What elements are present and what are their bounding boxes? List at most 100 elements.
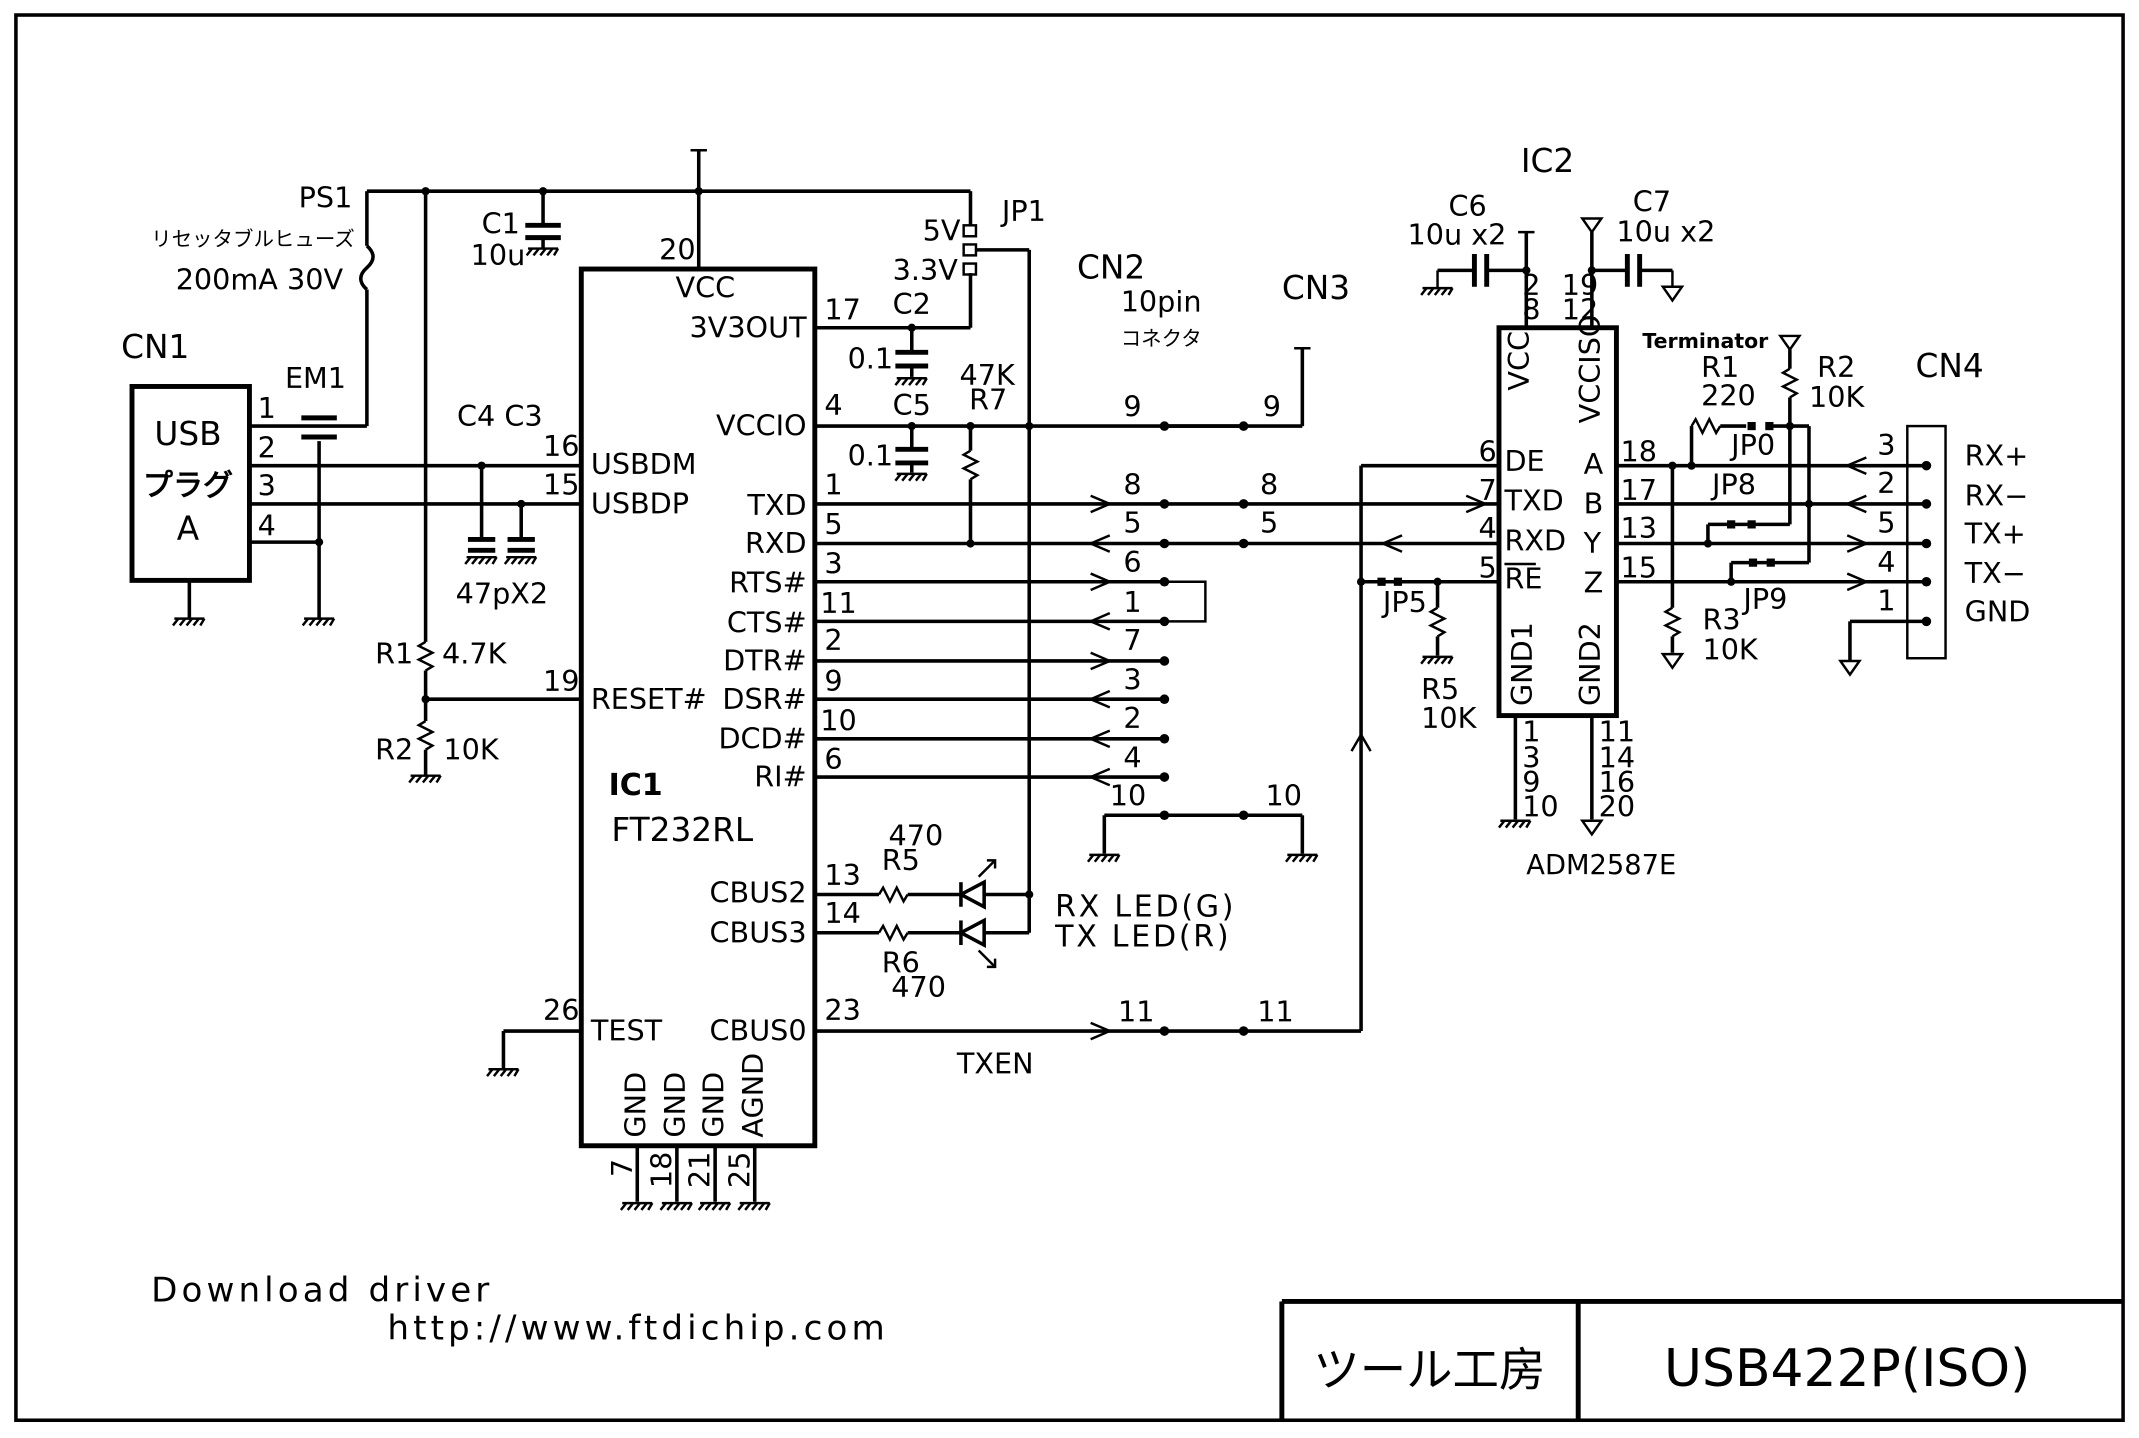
jp1-opt-5v: 5V xyxy=(923,213,961,247)
cn4-label-gnd: GND xyxy=(1965,594,2031,628)
c4c3-ref: C4 C3 xyxy=(457,399,543,433)
ic2-pin-txd-num: 7 xyxy=(1479,473,1497,507)
ic2-input-wiring: JP5 R5 10K xyxy=(1350,463,1499,1032)
reset-divider: R1 4.7K R2 10K xyxy=(375,187,582,784)
c2-value: 0.1 xyxy=(848,342,894,376)
ic2-gnd2-num-3: 16 xyxy=(1599,765,1635,799)
c1-ref: C1 xyxy=(482,207,520,241)
cn2-pin-5: 5 xyxy=(1123,506,1141,540)
c5-ref: C5 xyxy=(893,388,931,422)
ic1-pin-dtr-name: DTR# xyxy=(723,644,807,678)
jp1-ref: JP1 xyxy=(1000,194,1046,228)
c2-ref: C2 xyxy=(893,287,931,321)
ir1-value: 220 xyxy=(1701,379,1756,413)
ps1-ref: PS1 xyxy=(299,181,353,215)
txen-label: TXEN xyxy=(956,1046,1034,1080)
ic1-ft232rl: IC1 FT232RL 20 VCC USBDM 16 USBDP 15 RES… xyxy=(543,148,818,1212)
cn1-pin2: 2 xyxy=(258,430,276,464)
ic1-agnd-num: 25 xyxy=(722,1152,756,1188)
ic2-gnd1-num-1: 1 xyxy=(1522,715,1540,749)
ic2-pin-txd-name: TXD xyxy=(1503,484,1563,518)
ic1-pin-3v3out-num: 17 xyxy=(824,293,860,327)
cn3-pin-10: 10 xyxy=(1265,779,1301,813)
jp5-label: JP5 xyxy=(1381,585,1427,619)
ps1-rating: 200mA 30V xyxy=(176,263,344,297)
ic1-pin-cbus0-name: CBUS0 xyxy=(710,1014,807,1048)
usb-wiring: PS1 リセッタブルヒューズ 200mA 30V EM1 xyxy=(151,181,971,627)
c1-value: 10u xyxy=(471,238,526,272)
cn2-pin-2: 2 xyxy=(1123,701,1141,735)
ic1-bottom-pins: GND GND GND AGND 7 18 21 25 xyxy=(605,1053,771,1212)
ic1-gnd-name-2: GND xyxy=(658,1072,692,1138)
ic1-pin-dcd-name: DCD# xyxy=(718,721,806,755)
ic1-gnd-num-2: 18 xyxy=(644,1152,678,1188)
r6-value: 470 xyxy=(891,970,946,1004)
c7-ref: C7 xyxy=(1633,185,1671,219)
ir1-ref: R1 xyxy=(1701,350,1739,384)
cn4-pin-txn: 4 xyxy=(1877,545,1895,579)
ic1-pin-test-name: TEST xyxy=(590,1014,663,1048)
jp8-label: JP8 xyxy=(1710,467,1756,501)
ic1-pin-rts-num: 3 xyxy=(824,547,842,581)
cn3-pin-9: 9 xyxy=(1263,390,1281,424)
ic2-pin-de-name: DE xyxy=(1504,444,1544,478)
ic1-pin-cbus2-num: 13 xyxy=(824,858,860,892)
cn3-pin-8: 8 xyxy=(1260,467,1278,501)
terminator-label: Terminator xyxy=(1642,329,1769,353)
r5-ref: R5 xyxy=(882,843,920,877)
ic2-gnd1-num-2: 3 xyxy=(1522,740,1540,774)
ic1-pin-ri-name: RI# xyxy=(754,760,806,794)
cn4-terminal: CN4 3 2 5 4 1 RX+ RX− TX+ TX− GND xyxy=(1839,347,2031,676)
ic2-vcc-name: VCC xyxy=(1502,331,1536,391)
ic1-pin-cbus3-num: 14 xyxy=(824,896,860,930)
cn2-pin-1: 1 xyxy=(1123,585,1141,619)
cn4-ref: CN4 xyxy=(1916,347,1984,385)
cn2-pin-11: 11 xyxy=(1118,994,1154,1028)
ic1-right-pins: 3V3OUT 17 VCCIO 4 TXD 1 RXD 5 RTS# 3 CTS… xyxy=(690,293,861,1048)
ps1-desc: リセッタブルヒューズ xyxy=(151,227,355,251)
product-name: USB422P(ISO) xyxy=(1664,1339,2030,1399)
ir3-ref: R3 xyxy=(1702,603,1740,637)
ir3-value: 10K xyxy=(1702,633,1758,667)
ic1-pin-usbdp-num: 15 xyxy=(543,467,579,501)
download-label: Download driver xyxy=(151,1270,493,1310)
cn1-body-line1: USB xyxy=(154,415,221,453)
ic2-pin-y-num: 13 xyxy=(1621,511,1657,545)
cn2-desc1: 10pin xyxy=(1121,284,1202,318)
download-url: http://www.ftdichip.com xyxy=(387,1309,888,1349)
cn4-pin-rxp: 3 xyxy=(1877,428,1895,462)
cn2-pin-9: 9 xyxy=(1123,390,1141,424)
power-select-network: JP1 5V 3.3V C2 0.1 C5 0.1 47K R7 xyxy=(814,191,1303,933)
ic2-pin-a-name: A xyxy=(1584,447,1604,481)
ic2-pin-z-num: 15 xyxy=(1621,551,1657,585)
ic1-pin-usbdm-name: USBDM xyxy=(591,447,697,481)
ic1-pin-cbus2-name: CBUS2 xyxy=(710,876,807,910)
cn1-usb-plug: CN1 USB プラグ A 1 2 3 4 xyxy=(121,328,276,627)
ic2-pin-a-num: 18 xyxy=(1621,435,1657,469)
ic2-vcc-num-2: 8 xyxy=(1522,293,1540,327)
ic1-pin-rts-name: RTS# xyxy=(729,566,807,600)
ic2-pin-re-name: RE xyxy=(1504,562,1542,596)
cn2-pin-3: 3 xyxy=(1123,663,1141,697)
cn2-desc2: コネクタ xyxy=(1121,327,1202,351)
ic1-pin-dsr-num: 9 xyxy=(824,664,842,698)
ic2-gnd2-num-4: 20 xyxy=(1599,790,1635,824)
ic1-gnd-num-3: 21 xyxy=(683,1152,717,1188)
ic1-gnd-name-1: GND xyxy=(618,1072,652,1138)
cn4-pin-txp: 5 xyxy=(1877,506,1895,540)
cn2-pin-6: 6 xyxy=(1123,545,1141,579)
ir2-value: 10K xyxy=(1809,380,1865,414)
ic2-pin-b-name: B xyxy=(1584,486,1604,520)
jp9-label: JP9 xyxy=(1741,582,1787,616)
ic1-pin-ri-num: 6 xyxy=(824,742,842,776)
r5-value: 470 xyxy=(889,818,944,852)
r6-ref: R6 xyxy=(882,945,920,979)
ic1-pin-usbdp-name: USBDP xyxy=(591,486,689,520)
ic2-gnd2-num-1: 11 xyxy=(1599,715,1635,749)
c7-value: 10u x2 xyxy=(1616,215,1715,249)
ic1-pin-dtr-num: 2 xyxy=(824,623,842,657)
cn3-ref: CN3 xyxy=(1282,269,1350,307)
cn4-label-rxn: RX− xyxy=(1965,478,2029,512)
tx-led-label: TX LED(R) xyxy=(1054,919,1231,954)
